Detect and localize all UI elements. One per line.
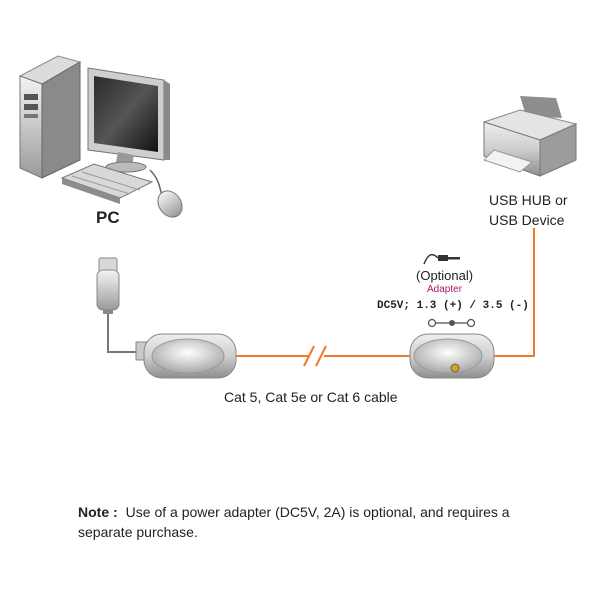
- dc-spec-label: DC5V; 1.3 (+) / 3.5 (-): [377, 300, 529, 312]
- printer-icon: [482, 96, 578, 177]
- cat-cable: [236, 345, 410, 367]
- mouse-icon: [149, 169, 183, 218]
- adapter-label: Adapter: [427, 284, 463, 295]
- polarity-symbol-icon: [427, 318, 476, 328]
- keyboard-icon: [60, 163, 154, 204]
- note-block: Note :Use of a power adapter (DC5V, 2A) …: [78, 502, 558, 542]
- cable-label: Cat 5, Cat 5e or Cat 6 cable: [224, 389, 398, 405]
- pc-tower-icon: [18, 55, 82, 179]
- dc-power-jack-icon: [450, 363, 460, 373]
- extender-receiver-icon: [409, 333, 495, 379]
- adapter-plug-icon: [423, 253, 460, 265]
- usb-hub-label-line2: USB Device: [489, 212, 565, 228]
- extender-transmitter-icon: [135, 333, 237, 379]
- note-title: Note :: [78, 504, 118, 520]
- optional-label: (Optional): [416, 268, 474, 283]
- note-text: Use of a power adapter (DC5V, 2A) is opt…: [78, 504, 510, 540]
- usb-device-cable: [494, 228, 535, 357]
- cable-break-mark: [303, 345, 315, 367]
- pc-label: PC: [96, 208, 120, 227]
- usb-hub-label-line1: USB HUB or: [489, 192, 568, 208]
- monitor-icon: [87, 67, 170, 173]
- usb-cable: [107, 314, 140, 353]
- usb-hub-label: USB HUB or USB Device: [489, 190, 568, 230]
- usb-plug-icon: [96, 257, 120, 314]
